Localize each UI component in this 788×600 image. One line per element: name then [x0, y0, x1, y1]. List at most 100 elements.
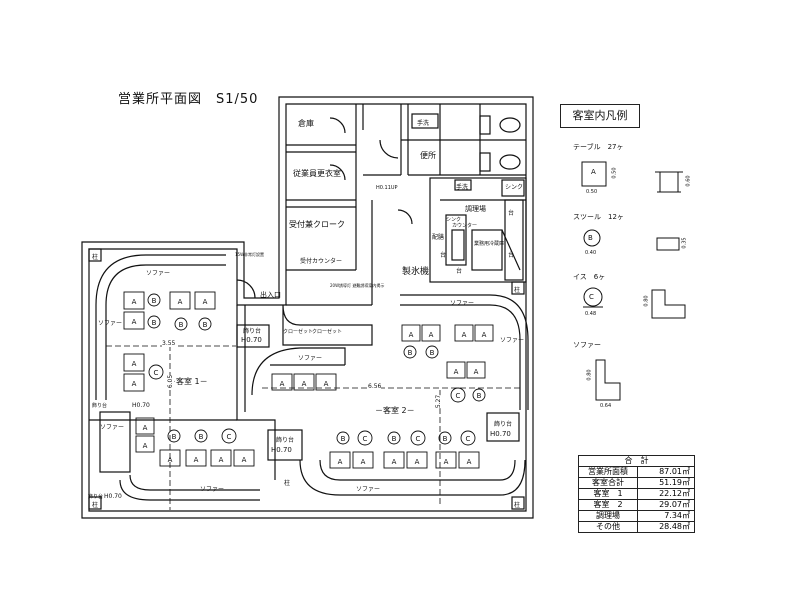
area-row-value: 28.48㎡ [637, 521, 695, 533]
svg-text:A: A [462, 331, 467, 339]
legend-stool-mark: B [588, 234, 593, 242]
svg-text:B: B [341, 435, 346, 443]
exit-label: 出入口 [260, 291, 281, 299]
svg-text:B: B [430, 349, 435, 357]
toilet-label: 便所 [420, 151, 436, 160]
sofa-label-7: ソファー [500, 337, 525, 344]
svg-text:C: C [416, 435, 421, 443]
pillar-label-2: 柱 [92, 502, 99, 509]
svg-text:A: A [132, 380, 137, 388]
svg-text:B: B [443, 435, 448, 443]
sofa-label-8: ソファー [356, 486, 381, 493]
display-table-h-4: H0.70 [132, 402, 150, 409]
legend-stool-w: 0.40 [585, 250, 597, 256]
legend-sofa-symbol [595, 359, 621, 401]
area-row-label: 営業所面積 [578, 466, 638, 478]
dimension-355: 3.55 [162, 340, 176, 347]
legend-sofa-h: 0.80 [586, 369, 593, 381]
area-row-value: 51.19㎡ [637, 477, 695, 489]
svg-text:A: A [467, 458, 472, 466]
display-table-label-1: 飾り台 [243, 328, 262, 335]
legend-sofa-label: ソファー [573, 341, 601, 349]
sofa-label-4: ソファー [200, 486, 225, 493]
svg-text:A: A [444, 458, 449, 466]
closet-label-1: クローゼット [283, 329, 314, 335]
pillar-label-1: 柱 [92, 254, 99, 261]
dimension-656: 6.56 [368, 383, 382, 390]
reception-counter-label: 受付カウンター [300, 258, 343, 265]
kitchen-wash-label: 手洗 [456, 184, 469, 191]
svg-text:C: C [154, 369, 159, 377]
svg-text:A: A [194, 456, 199, 464]
svg-text:A: A [132, 298, 137, 306]
area-row-value: 7.34㎡ [637, 510, 695, 522]
area-row-label: 客室合計 [578, 477, 638, 489]
svg-text:B: B [203, 321, 208, 329]
legend-title: 客室内凡例 [560, 104, 640, 128]
reizouko-label: 業務用冷蔵庫 [474, 241, 505, 247]
svg-text:A: A [168, 456, 173, 464]
display-table-h-3: H0.70 [490, 430, 511, 438]
legend-chair-h: 0.80 [643, 295, 650, 307]
pillar-label-3: 柱 [514, 502, 521, 509]
sofa-label-6: ソファー [450, 300, 475, 307]
dimension-605: 6.05 [167, 374, 175, 389]
svg-text:A: A [178, 298, 183, 306]
pillar-label-4: 柱 [514, 287, 521, 294]
legend-chair-mark: C [589, 293, 594, 301]
sink-label-1: シンク [505, 184, 524, 191]
legend-stool-symbol [583, 229, 601, 247]
legend-table-d: 0.50 [611, 167, 618, 179]
svg-text:A: A [132, 360, 137, 368]
svg-text:B: B [408, 349, 413, 357]
svg-text:C: C [363, 435, 368, 443]
display-table-label-4: 飾り台 [92, 403, 108, 409]
plan-title: 営業所平面図 S1/50 [118, 92, 259, 107]
entrance-note: 15W非常灯設置 [235, 252, 265, 257]
storage-label: 倉庫 [298, 119, 314, 128]
area-row-label: 客室 2 [578, 499, 638, 511]
svg-text:B: B [477, 392, 482, 400]
area-row-label: 客室 1 [578, 488, 638, 500]
shelf-label-1: 台 [508, 210, 515, 217]
legend-table-w: 0.50 [586, 189, 598, 195]
svg-text:B: B [152, 319, 157, 327]
sofa-label-2: ソファー [98, 320, 123, 327]
svg-text:A: A [302, 380, 307, 388]
svg-text:A: A [361, 458, 366, 466]
svg-text:A: A [280, 380, 285, 388]
area-row-value: 29.07㎡ [637, 499, 695, 511]
legend-sofa-w: 0.64 [600, 403, 612, 409]
shelf-label-2: 台 [508, 252, 515, 259]
dimension-527: 5.27 [435, 394, 443, 409]
svg-text:A: A [132, 318, 137, 326]
svg-text:A: A [454, 368, 459, 376]
svg-text:A: A [143, 442, 148, 450]
room-1-label: －客室 1－ [168, 377, 208, 386]
svg-text:A: A [474, 368, 479, 376]
shelf-label-3: 台 [456, 268, 463, 275]
sofa-label-3: ソファー [100, 424, 125, 431]
closet-label-2: クローゼット [312, 329, 343, 335]
legend-table-h: 0.60 [685, 175, 692, 187]
legend-chair-label: イス 6ヶ [573, 273, 606, 281]
svg-text:C: C [466, 435, 471, 443]
svg-text:C: C [456, 392, 461, 400]
area-row-value: 87.01㎡ [637, 466, 695, 478]
counter-label: カウンター [452, 223, 478, 229]
area-row-value: 22.12㎡ [637, 488, 695, 500]
display-table-h-5: H0.70 [104, 493, 122, 500]
pillar-label-5: 柱 [284, 480, 291, 487]
svg-text:A: A [338, 458, 343, 466]
svg-text:B: B [152, 297, 157, 305]
legend-table-mark: A [591, 168, 596, 176]
sink-label-2: シンク [446, 217, 462, 223]
area-row-label: 調理場 [578, 510, 638, 522]
area-row-label: その他 [578, 521, 638, 533]
